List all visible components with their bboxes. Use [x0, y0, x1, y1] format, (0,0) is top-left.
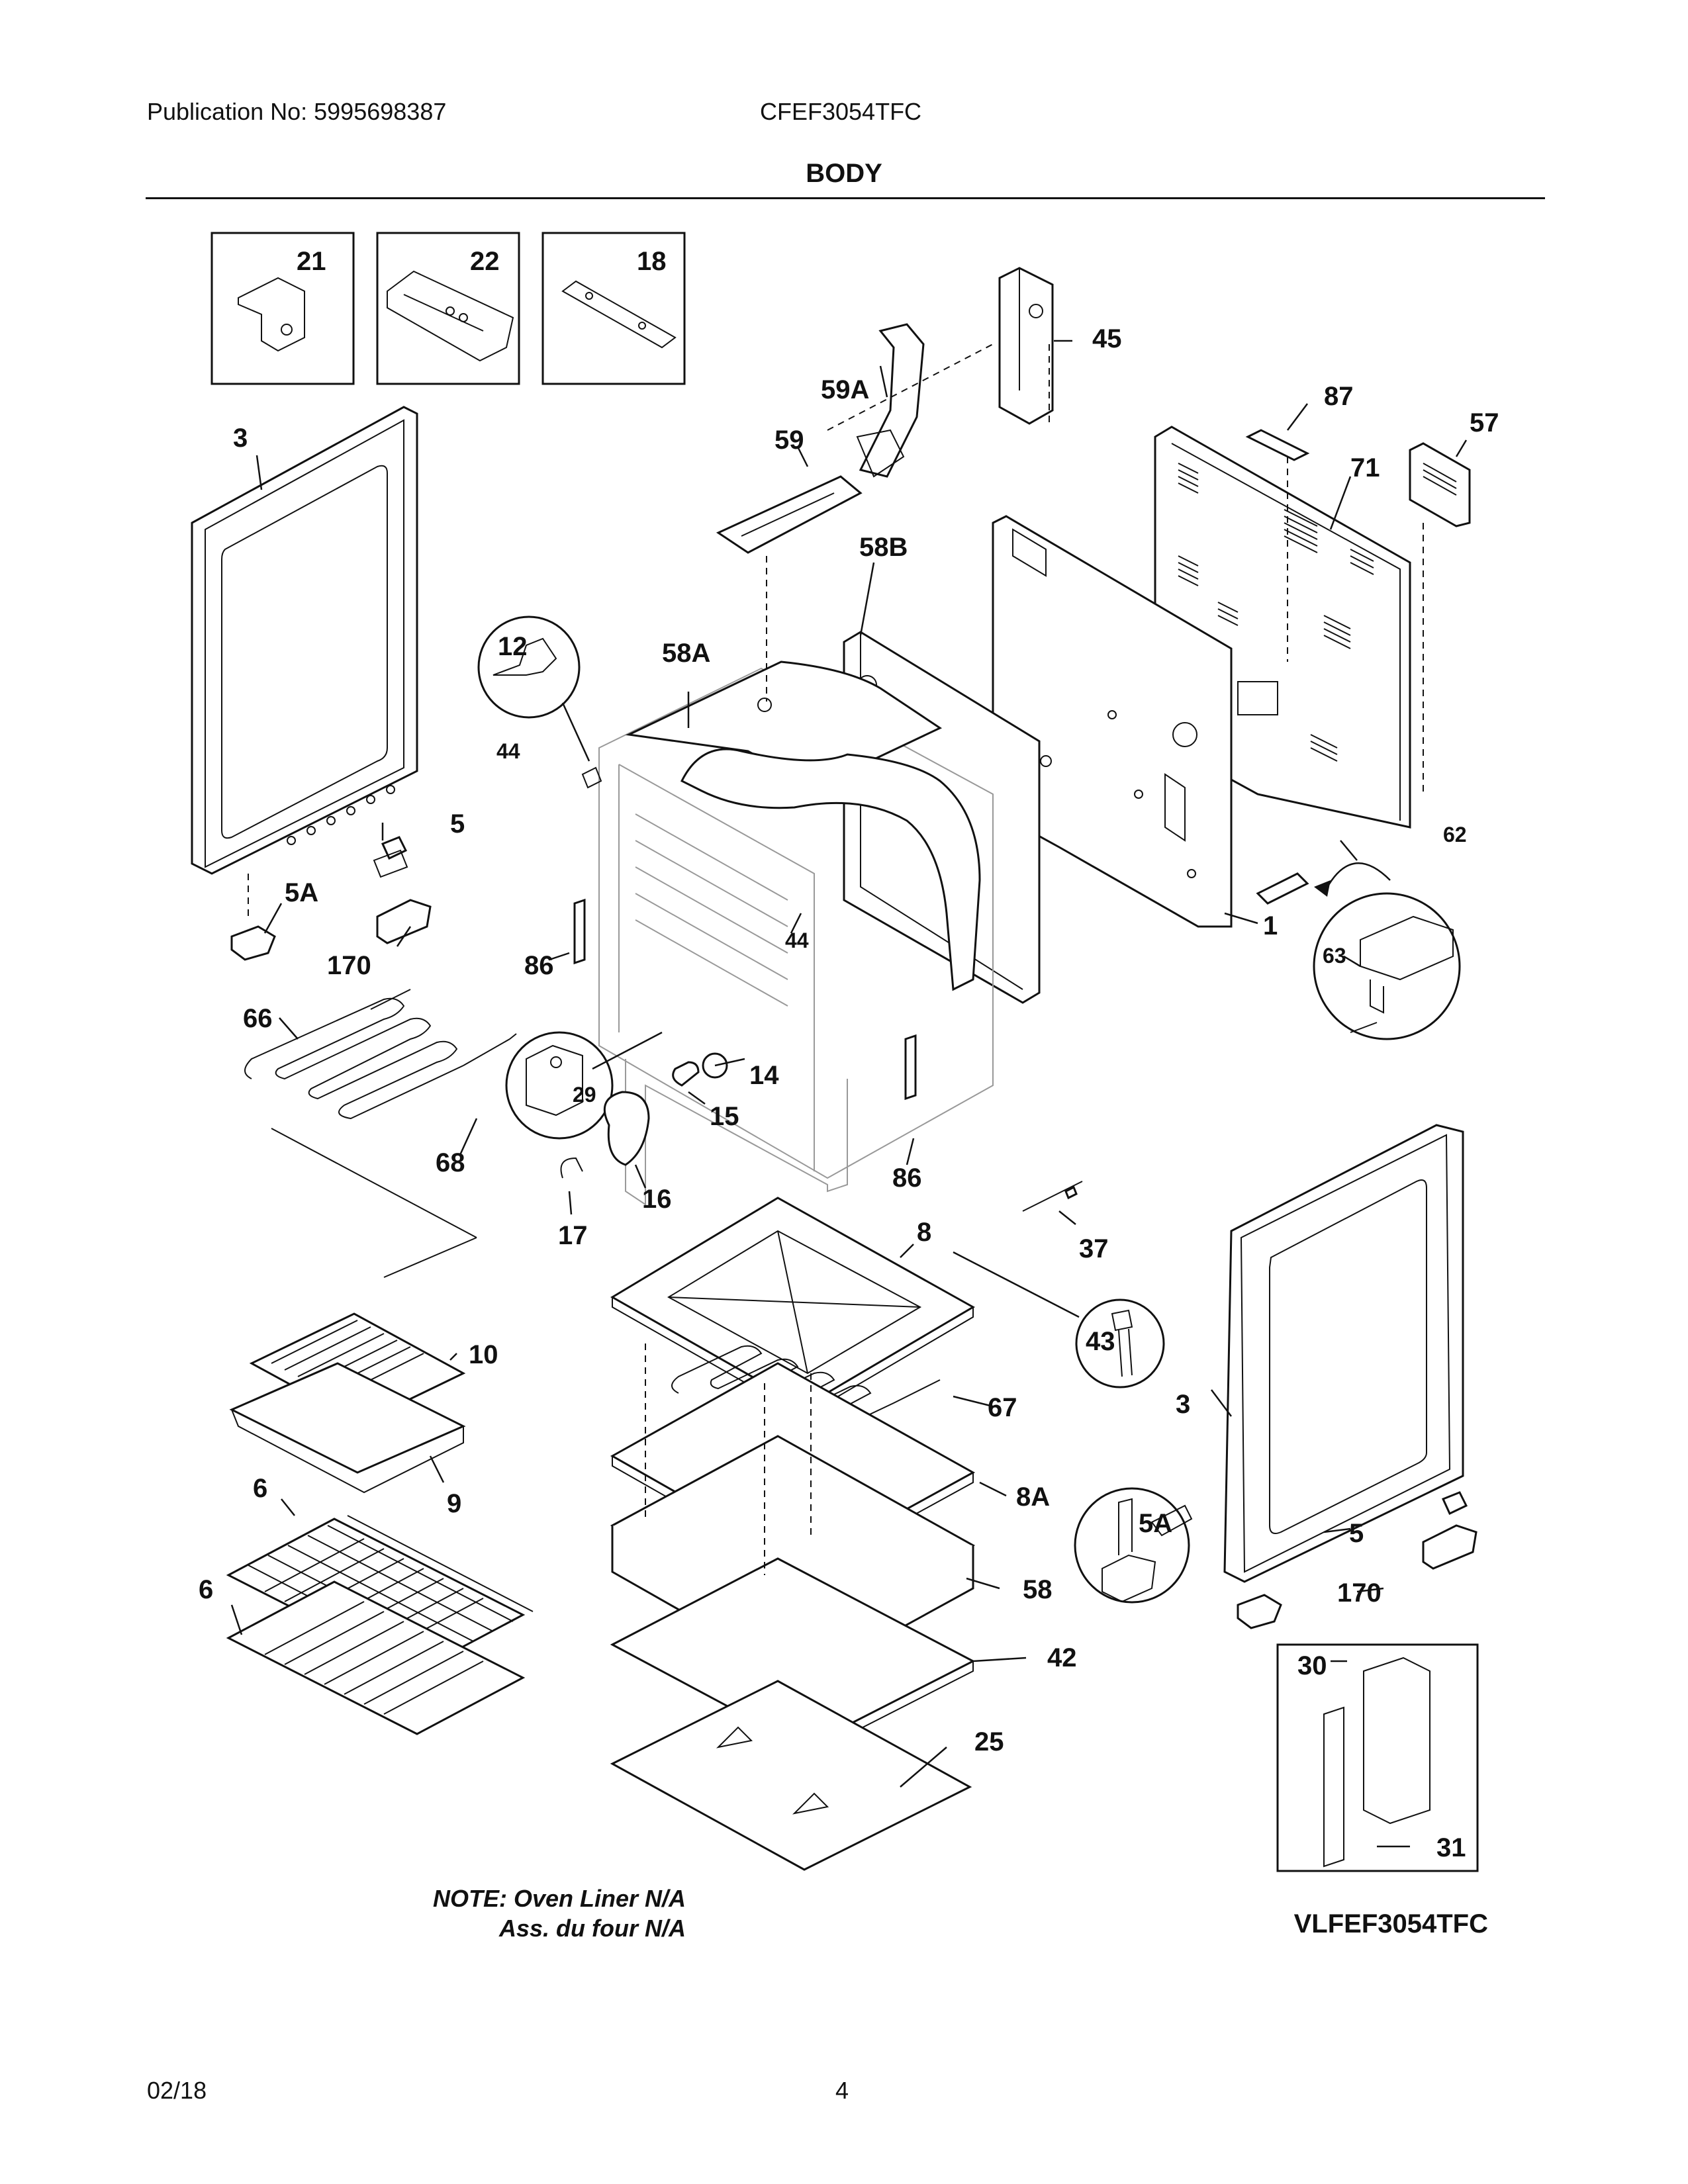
callout-6-lower: 6	[199, 1575, 213, 1604]
callout-86-upper: 86	[524, 951, 554, 980]
callout-17: 17	[558, 1221, 588, 1250]
callout-16: 16	[642, 1185, 672, 1214]
oven-cavity	[598, 667, 994, 1206]
light-assembly	[560, 1052, 728, 1179]
bracket-86-lower	[904, 1034, 917, 1101]
callout-58b: 58B	[859, 533, 908, 562]
callout-5-left: 5	[450, 809, 465, 839]
callout-59: 59	[774, 426, 804, 455]
callout-58a: 58A	[662, 639, 710, 668]
inset-box-30-31	[1276, 1643, 1479, 1872]
callout-87: 87	[1324, 382, 1354, 411]
callout-30: 30	[1297, 1651, 1327, 1680]
callout-44-upper: 44	[496, 739, 520, 763]
inset-box-18	[541, 232, 686, 385]
callout-6-upper: 6	[253, 1474, 267, 1503]
bracket-inset-62	[1256, 862, 1461, 1040]
header-rule	[146, 197, 1545, 199]
callout-22: 22	[470, 247, 500, 276]
inset-box-21	[211, 232, 355, 385]
leader-lines	[230, 340, 1468, 1848]
leveling-leg-inset	[1074, 1487, 1193, 1604]
callout-3-left: 3	[233, 424, 248, 453]
callout-14: 14	[749, 1061, 779, 1090]
side-panel-left	[191, 406, 418, 875]
callout-29: 29	[573, 1083, 596, 1107]
callout-71: 71	[1350, 453, 1380, 482]
alignment-lines-lower	[248, 874, 812, 1575]
sensor-inset-12	[477, 615, 602, 789]
vent-duct-59a	[856, 323, 925, 478]
callout-42: 42	[1047, 1643, 1077, 1672]
section-title: BODY	[806, 159, 882, 188]
bracket-45	[998, 267, 1054, 425]
cover-57	[1409, 442, 1471, 527]
callout-12: 12	[498, 632, 528, 661]
broil-element-66	[244, 989, 517, 1120]
diagram-code: VLFEF3054TFC	[1293, 1909, 1488, 1938]
callout-67: 67	[988, 1393, 1017, 1422]
vent-duct-59	[716, 475, 863, 554]
callout-5-right: 5	[1349, 1519, 1364, 1548]
callout-57: 57	[1470, 408, 1499, 437]
support-68	[271, 1128, 477, 1278]
callout-31: 31	[1436, 1833, 1466, 1862]
plate-87	[1245, 429, 1310, 461]
callout-37: 37	[1079, 1234, 1109, 1263]
side-panel-right	[1223, 1124, 1464, 1583]
callout-21: 21	[297, 247, 326, 276]
switch-inset-29	[505, 1031, 663, 1140]
callout-25: 25	[974, 1727, 1004, 1756]
callout-labels: 21 22 18 45 59A 59 87 57 71 3 58B 12 58A…	[199, 247, 1499, 1862]
footer-date: 02/18	[147, 2077, 207, 2104]
callout-170-right: 170	[1337, 1578, 1382, 1608]
callout-1: 1	[1263, 911, 1278, 940]
callout-44-lower: 44	[785, 929, 809, 952]
bracket-86-upper	[573, 898, 586, 965]
callout-86-lower: 86	[892, 1163, 922, 1193]
callout-8a: 8A	[1016, 1482, 1050, 1512]
note-oven-liner-fr: Ass. du four N/A	[498, 1915, 686, 1942]
callout-5a-left: 5A	[285, 878, 318, 907]
callout-8: 8	[917, 1218, 931, 1247]
oven-rack-lower	[226, 1580, 526, 1735]
panel-25	[610, 1680, 972, 1871]
publication-number: Publication No: 5995698387	[147, 98, 447, 125]
callout-9: 9	[447, 1489, 461, 1518]
callout-58: 58	[1023, 1575, 1053, 1604]
page-number: 4	[835, 2077, 849, 2104]
callout-62: 62	[1443, 823, 1467, 846]
alignment-lines-upper	[766, 343, 1424, 794]
callout-66: 66	[243, 1004, 273, 1033]
callout-5a-right: 5A	[1139, 1509, 1172, 1538]
callout-3-right: 3	[1176, 1390, 1190, 1419]
callout-18: 18	[637, 247, 667, 276]
callout-45: 45	[1092, 324, 1122, 353]
screw-inset-43	[953, 1251, 1165, 1388]
callout-63: 63	[1323, 944, 1346, 968]
note-oven-liner: NOTE: Oven Liner N/A	[432, 1885, 686, 1912]
callout-10: 10	[469, 1340, 498, 1369]
callout-15: 15	[710, 1102, 739, 1131]
leveling-leg-left	[230, 836, 432, 961]
callout-59a: 59A	[821, 375, 869, 404]
callout-170-left: 170	[327, 951, 371, 980]
callout-68: 68	[436, 1148, 465, 1177]
model-number: CFEF3054TFC	[760, 98, 922, 125]
leveling-leg-right	[1237, 1491, 1477, 1629]
callout-43: 43	[1086, 1327, 1115, 1356]
inset-box-22	[376, 232, 520, 385]
wire-37	[1022, 1181, 1083, 1212]
broil-pan-9	[229, 1362, 466, 1494]
insulation-58a	[625, 660, 981, 991]
